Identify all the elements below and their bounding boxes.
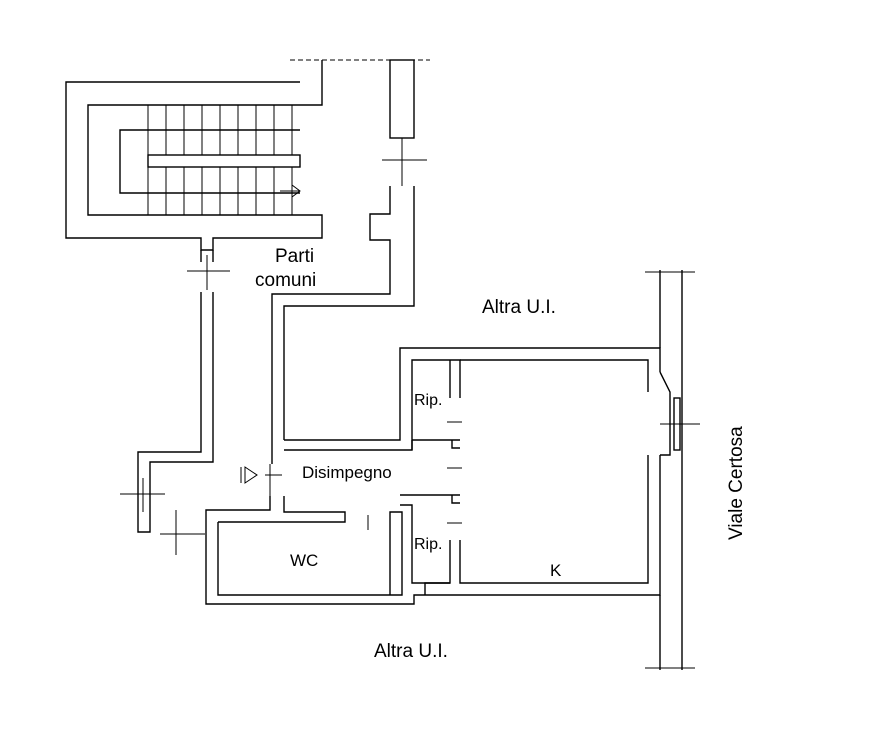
wc-walls [217, 496, 403, 596]
shaft-column [389, 59, 415, 139]
street-wall-upper [659, 270, 683, 456]
label-disimpegno: Disimpegno [302, 463, 392, 482]
label-comuni: comuni [255, 270, 316, 291]
street-wall-lower [659, 455, 683, 670]
entry-arrow-icon [240, 466, 258, 484]
disimpegno-wall-top [271, 359, 461, 464]
label-altra-ui-bottom: Altra U.I. [374, 641, 448, 662]
stair-treads-upper [147, 105, 293, 155]
stair-direction-arrow [280, 184, 301, 198]
stair-outer-wall [65, 60, 323, 251]
label-rip-top: Rip. [414, 392, 442, 409]
label-wc: WC [290, 551, 318, 570]
stair-treads-lower [147, 167, 293, 215]
label-viale-certosa: Viale Certosa [726, 426, 747, 540]
common-corridor-walls [120, 250, 230, 555]
stair-well [147, 154, 301, 168]
street-wall [645, 270, 700, 670]
label-rip-bottom: Rip. [414, 536, 442, 553]
shaft-wall-lower [271, 186, 415, 452]
upper-shaft-walls [271, 59, 427, 452]
rip-top-partition [411, 439, 460, 450]
kitchen-inner-wall [424, 359, 649, 595]
staircase [65, 59, 430, 251]
corridor-wall-left [200, 250, 214, 262]
rip-bottom-partition [400, 494, 460, 584]
apartment-outer-wall [205, 347, 661, 605]
label-altra-ui-top: Altra U.I. [482, 297, 556, 318]
corridor-long-wall [137, 292, 214, 533]
apartment [205, 347, 661, 605]
label-parti: Parti [275, 246, 314, 267]
label-kitchen: K [550, 561, 562, 580]
stair-inner-loop [119, 129, 300, 194]
